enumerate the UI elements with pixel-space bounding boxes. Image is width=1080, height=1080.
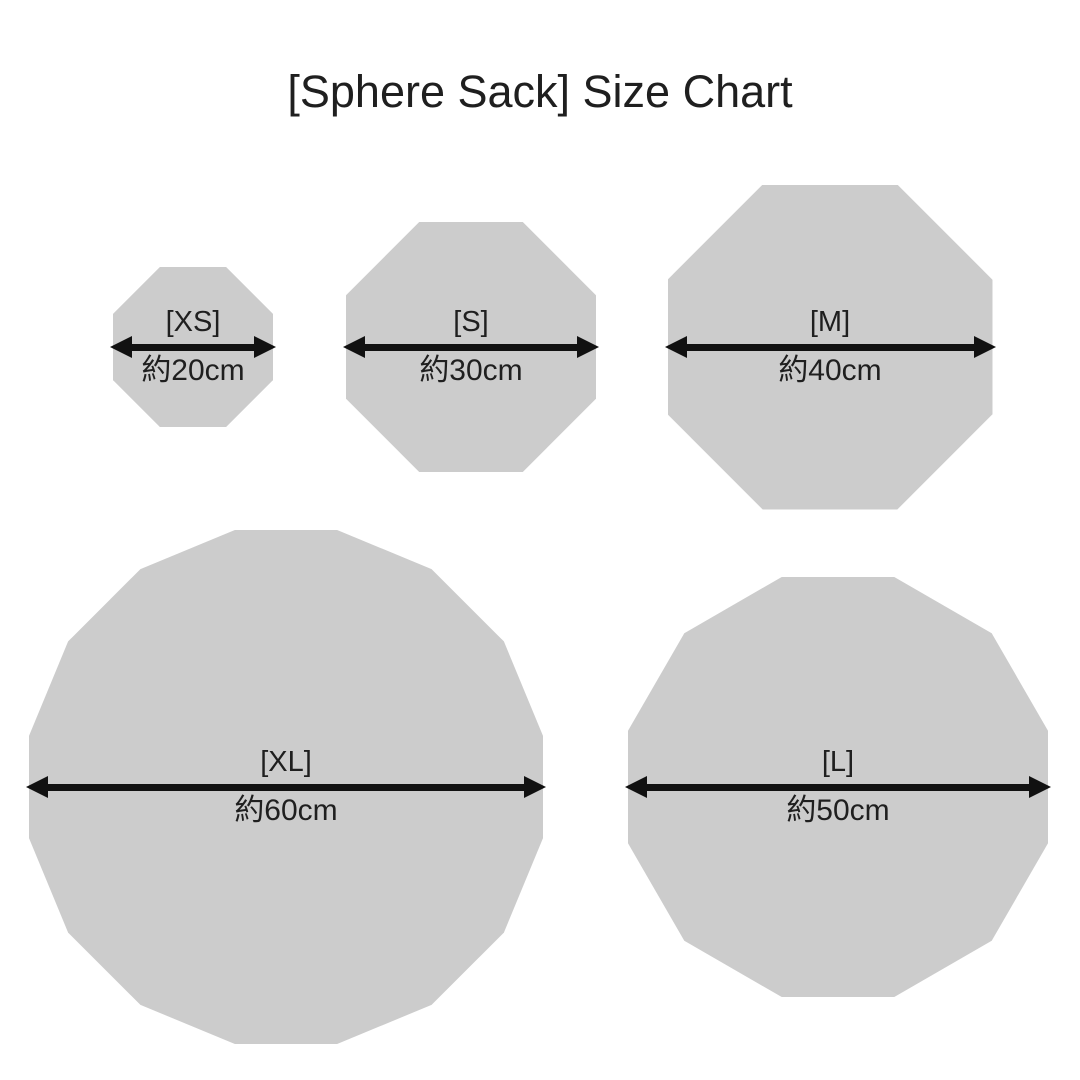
size-dimension: 約50cm [786, 794, 890, 827]
size-label: [XS] [165, 306, 221, 338]
arrow-right-head-icon [524, 776, 546, 798]
arrow-left-head-icon [664, 336, 687, 358]
arrow-line [43, 783, 529, 791]
diameter-arrow [26, 776, 546, 798]
size-item-xs: [XS] 約20cm [110, 267, 276, 427]
arrow-line [681, 343, 979, 351]
arrow-left-head-icon [110, 336, 132, 358]
arrow-line [642, 783, 1034, 791]
arrow-right-head-icon [1029, 776, 1051, 798]
arrow-right-head-icon [254, 336, 276, 358]
arrow-line [127, 343, 259, 351]
diameter-arrow [625, 776, 1051, 798]
diameter-arrow [664, 336, 996, 358]
arrow-right-head-icon [973, 336, 996, 358]
arrow-left-head-icon [26, 776, 48, 798]
size-item-l: [L] 約50cm [625, 577, 1051, 997]
arrow-line [360, 343, 582, 351]
diameter-arrow [110, 336, 276, 358]
size-dimension: 約60cm [234, 794, 338, 827]
size-dimension: 約30cm [419, 354, 523, 387]
size-dimension: 約40cm [778, 354, 882, 387]
size-item-xl: [XL] 約60cm [26, 530, 546, 1044]
diameter-arrow [343, 336, 599, 358]
arrow-left-head-icon [343, 336, 365, 358]
size-dimension: 約20cm [141, 354, 245, 387]
size-label: [S] [453, 306, 489, 338]
size-label: [XL] [260, 746, 312, 778]
size-label: [M] [809, 306, 851, 338]
arrow-left-head-icon [625, 776, 647, 798]
size-label: [L] [821, 746, 855, 778]
page-title: [Sphere Sack] Size Chart [287, 66, 793, 117]
arrow-right-head-icon [577, 336, 599, 358]
size-item-m: [M] 約40cm [664, 184, 996, 510]
size-item-s: [S] 約30cm [343, 222, 599, 472]
